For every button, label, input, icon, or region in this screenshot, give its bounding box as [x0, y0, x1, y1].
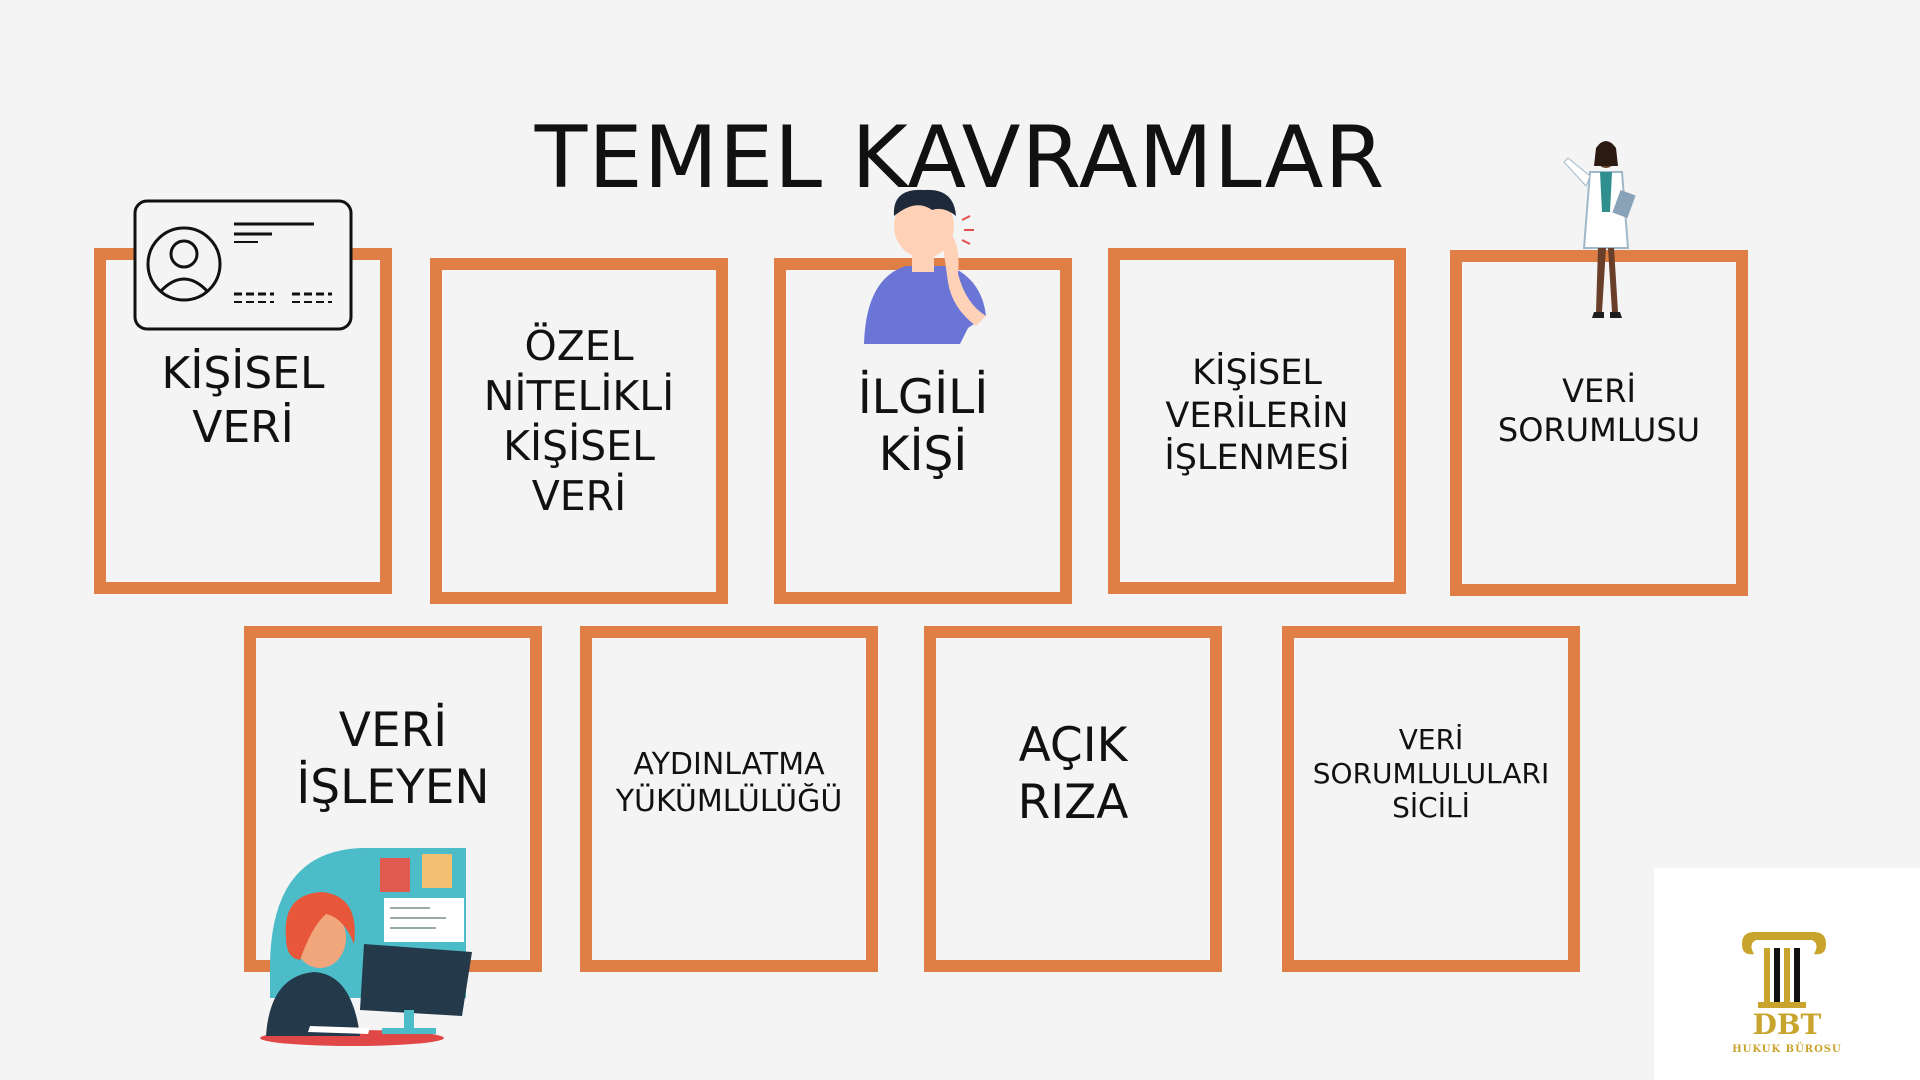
- card-line: AÇIK: [1018, 717, 1128, 773]
- logo-mark: DBT: [1752, 1008, 1822, 1041]
- page-title: TEMEL KAVRAMLAR: [534, 108, 1386, 208]
- logo-subtitle: HUKUK BÜROSU: [1732, 1044, 1842, 1055]
- card-line: KİŞİSEL: [161, 348, 325, 400]
- card-line: NİTELİKLİ: [483, 371, 675, 420]
- card-line: İŞLENMESİ: [1164, 438, 1350, 479]
- doctor-illustration: [1563, 141, 1636, 318]
- card-line: VERİLERİN: [1165, 395, 1349, 436]
- column-logo-icon: [1742, 932, 1826, 1008]
- card-line: VERİ: [1562, 371, 1636, 410]
- card-ilgili-kisi: İLGİLİ KİŞİ: [774, 258, 1072, 604]
- card-line: VERİ: [192, 402, 294, 453]
- card-ozel-nitelikli-kisisel-veri: ÖZEL NİTELİKLİ KİŞİSEL VERİ: [430, 258, 728, 604]
- card-veri-sorumlulari-sicili: VERİ SORUMLULULARI SİCİLİ: [1282, 626, 1580, 972]
- card-line: KİŞİSEL: [503, 422, 655, 470]
- card-line: KİŞİSEL: [1192, 352, 1322, 393]
- card-line: İLGİLİ: [857, 369, 989, 425]
- logo-panel: DBT HUKUK BÜROSU: [1654, 868, 1920, 1080]
- card-line: SORUMLUSU: [1497, 411, 1701, 449]
- card-line: AYDINLATMA: [633, 747, 825, 783]
- card-aydinlatma-yukumlulugu: AYDINLATMA YÜKÜMLÜLÜĞÜ: [580, 626, 878, 972]
- card-line: VERİ: [338, 702, 448, 758]
- man-toothache-illustration: [864, 189, 986, 344]
- card-line: ÖZEL: [524, 321, 634, 370]
- card-line: RIZA: [1017, 775, 1129, 830]
- card-line: VERİ: [1398, 722, 1464, 756]
- card-acik-riza: AÇIK RIZA: [924, 626, 1222, 972]
- woman-at-computer-illustration: [260, 848, 472, 1046]
- card-line: İŞLEYEN: [296, 760, 490, 815]
- card-line: YÜKÜMLÜLÜĞÜ: [615, 784, 843, 819]
- card-line: VERİ: [531, 472, 627, 521]
- card-kisisel-verilerin-islenmesi: KİŞİSEL VERİLERİN İŞLENMESİ: [1108, 248, 1406, 594]
- card-line: SİCİLİ: [1392, 791, 1470, 825]
- card-line: SORUMLULULARI: [1312, 756, 1550, 790]
- card-line: KİŞİ: [878, 427, 968, 482]
- id-card-icon: [133, 199, 353, 331]
